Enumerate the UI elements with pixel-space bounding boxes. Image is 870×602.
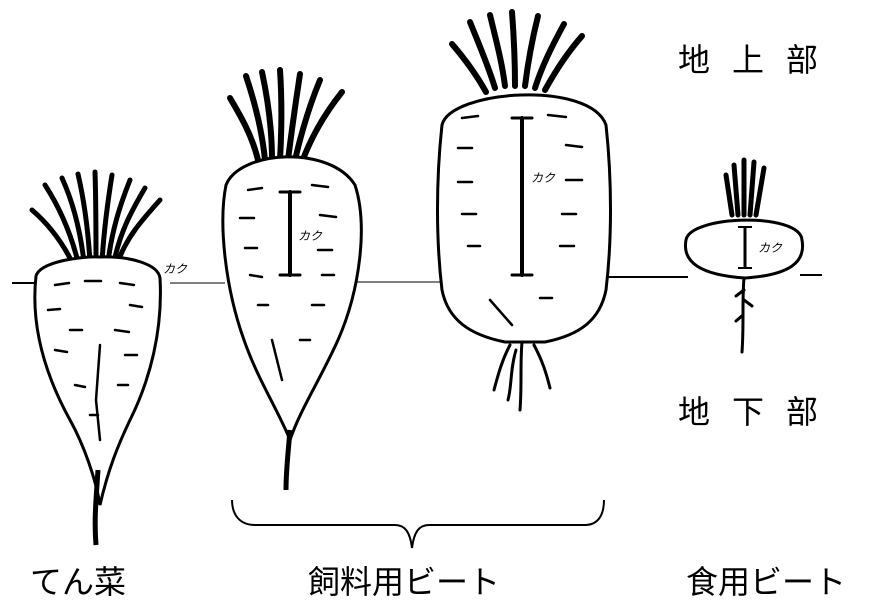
fodder-beet-2-crown-label: カク — [531, 172, 555, 184]
fodder-beet-1-crown-label: カク — [298, 230, 322, 242]
below-ground-label: 地下部 — [678, 396, 840, 428]
fodder-beet-1-drawing — [223, 70, 361, 490]
table-beet-leaves — [726, 160, 764, 215]
sugar-beet-taproot — [95, 470, 98, 545]
sugar-beet-drawing — [32, 172, 160, 545]
fodder-beet-1-taproot — [286, 430, 290, 490]
table-beet-label: 食用ビート — [686, 566, 846, 598]
sugar-beet-label: てん菜 — [30, 566, 126, 598]
table-beet-drawing — [685, 160, 802, 352]
fodder-beet-2-leaves — [452, 12, 582, 92]
table-beet-taproot — [736, 278, 752, 352]
table-beet-crown-label: カク — [758, 242, 782, 254]
above-ground-label: 地上部 — [678, 44, 840, 76]
fodder-beet-2-rootlets — [494, 342, 550, 410]
fodder-beet-label: 飼料用ビート — [308, 566, 500, 598]
sugar-beet-leaves — [32, 172, 160, 262]
fodder-beet-1-root — [223, 157, 361, 440]
fodder-beet-brace — [232, 500, 604, 548]
fodder-beet-2-drawing — [438, 12, 611, 410]
sugar-beet-crown-label: カク — [163, 263, 187, 275]
fodder-beet-1-leaves — [230, 70, 342, 162]
